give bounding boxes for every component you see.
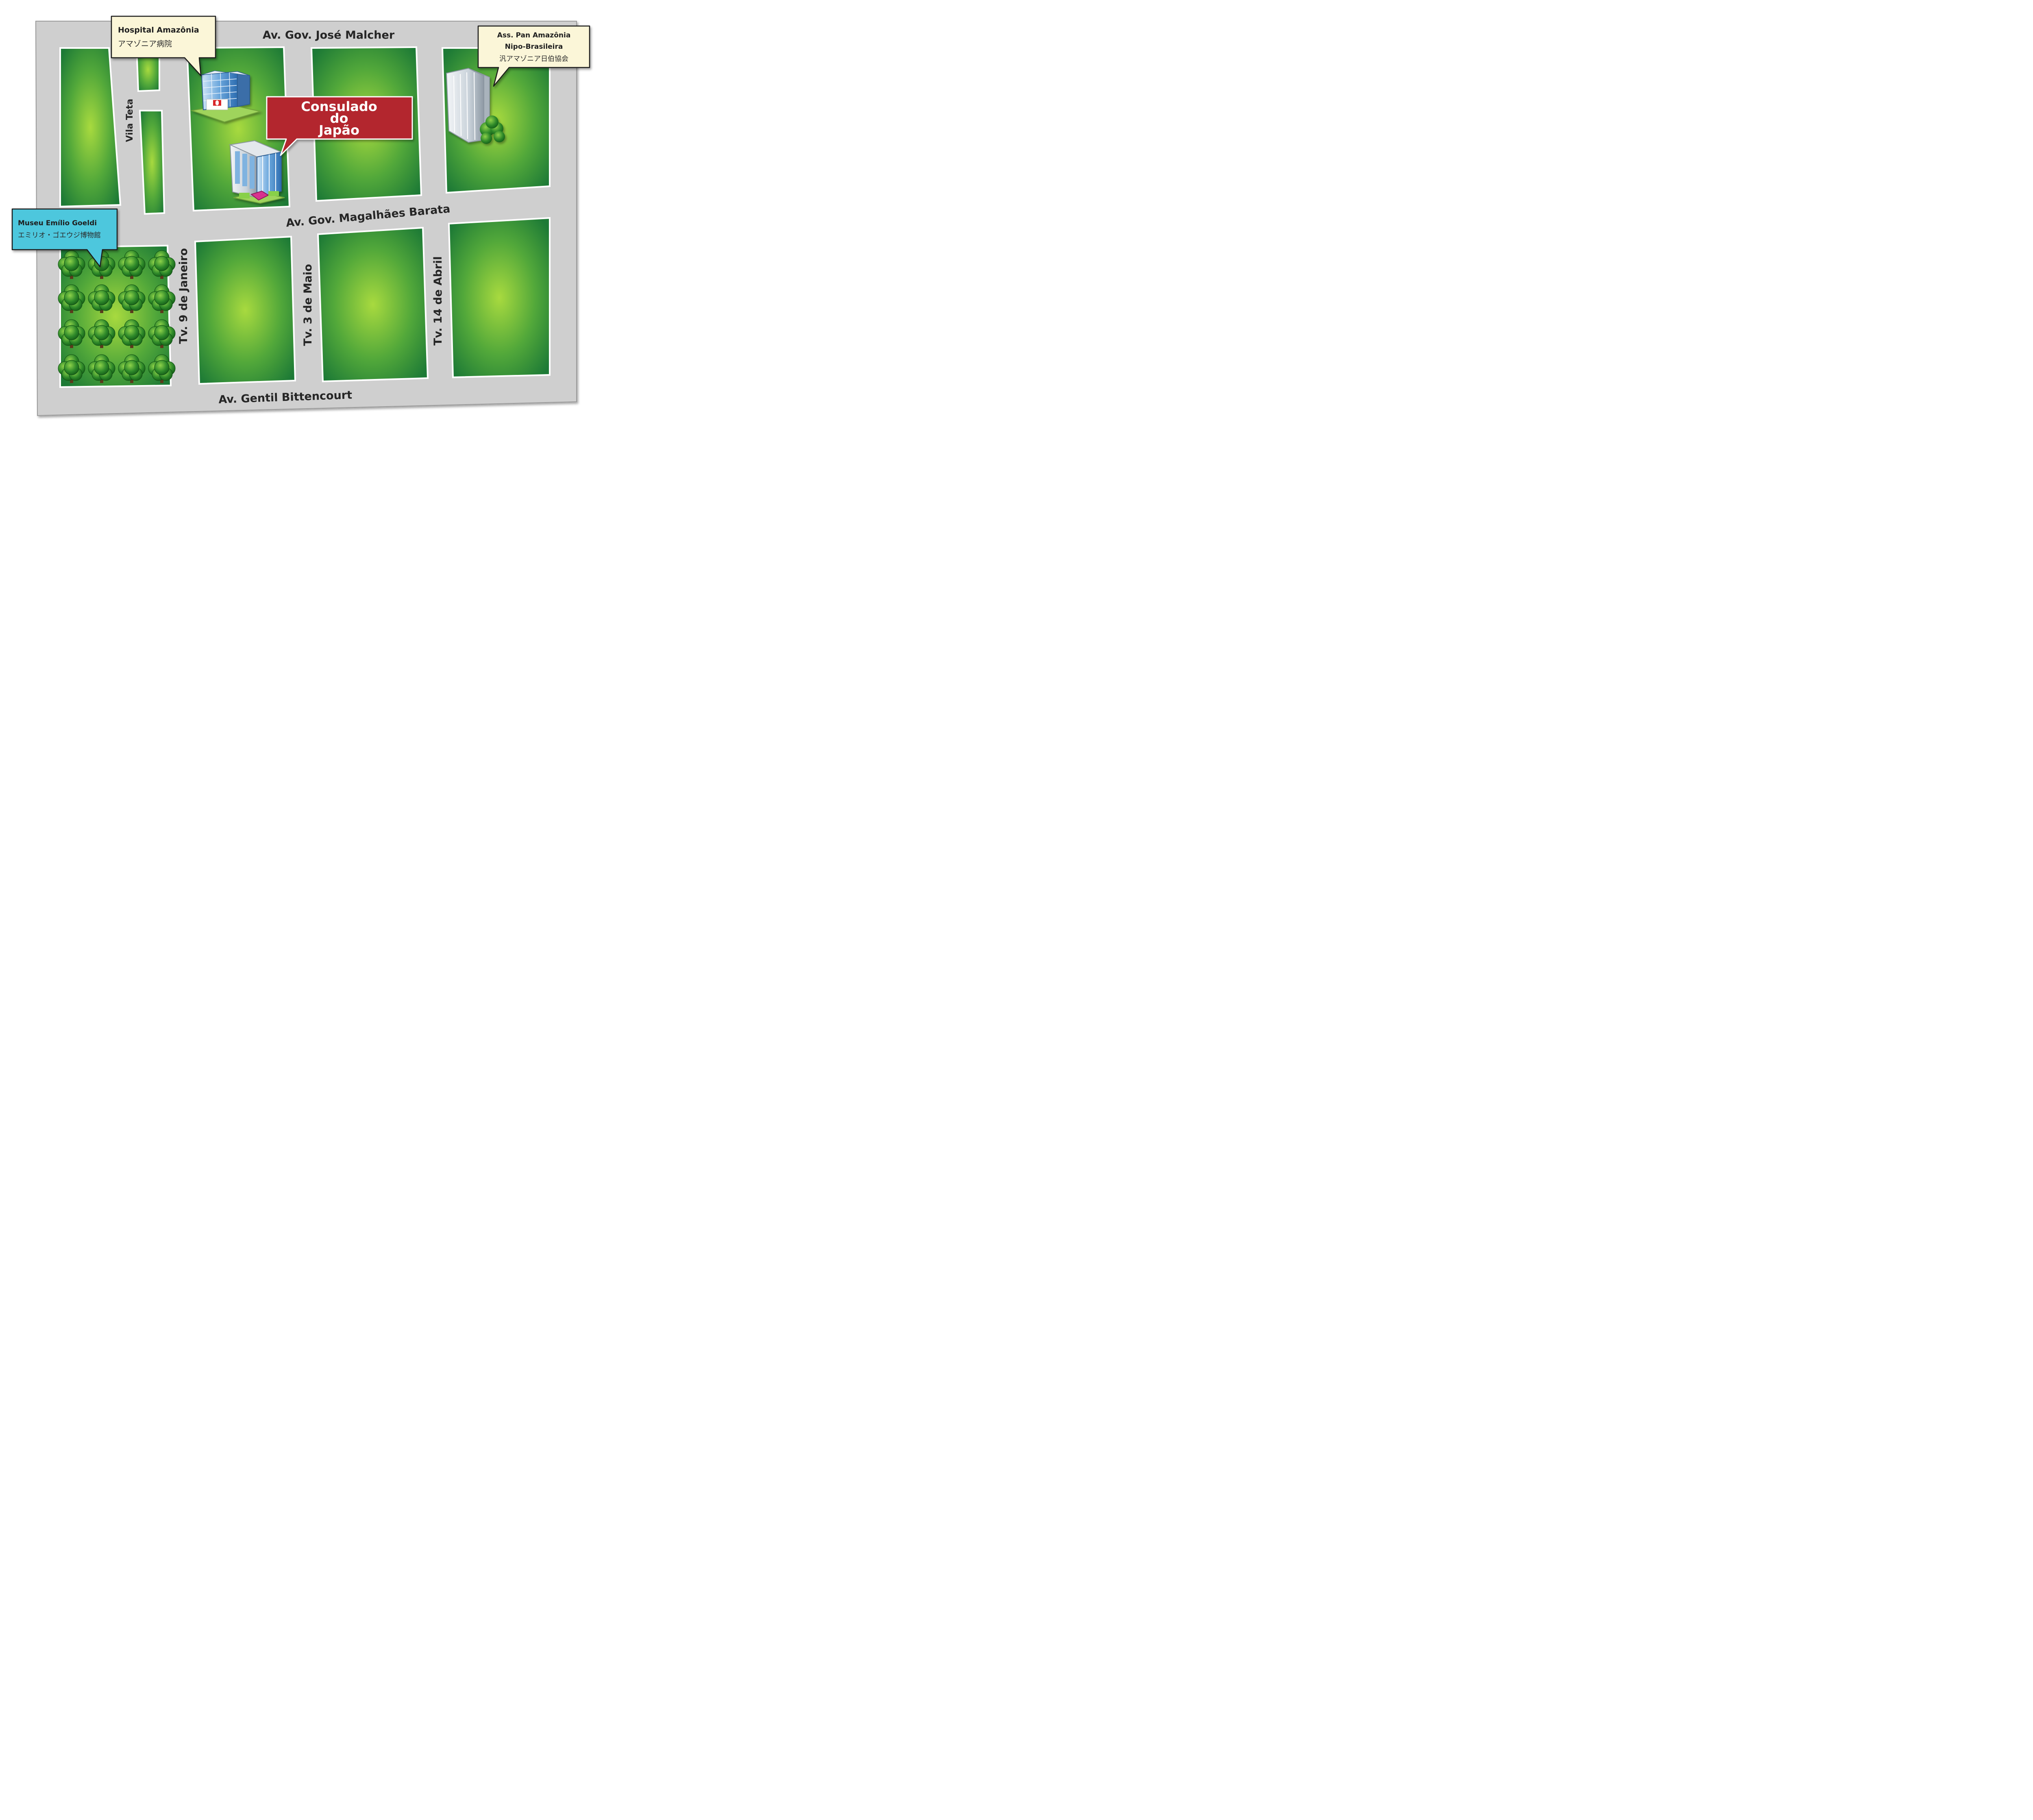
tree-icon xyxy=(88,354,115,383)
block-south-3 xyxy=(448,217,551,379)
road-base xyxy=(35,21,577,416)
skyscraper-icon xyxy=(446,67,505,144)
tree-icon xyxy=(58,284,85,313)
tree-icon xyxy=(148,319,176,348)
tree-icon xyxy=(88,284,115,313)
association-name-jp: 汎アマゾニア日伯協会 xyxy=(499,55,568,63)
tree-icon xyxy=(88,319,115,348)
tree-icon xyxy=(58,319,85,348)
street-map: Av. Gov. José Malcher Av. Gov. Magalhães… xyxy=(11,15,590,416)
tree-icon xyxy=(118,319,146,348)
hospital-building-icon xyxy=(190,70,262,123)
office-building-icon xyxy=(229,140,285,204)
consulate-line-1: Consulado xyxy=(301,99,377,114)
street-label-tv-9-janeiro: Tv. 9 de Janeiro xyxy=(177,248,190,344)
tree-icon xyxy=(58,354,85,383)
block-museum xyxy=(59,244,172,388)
hospital-callout: Hospital Amazônia アマゾニア病院 xyxy=(111,15,216,76)
street-label-alley: Vila Teta xyxy=(125,99,135,142)
tree-grove-icon xyxy=(58,250,176,383)
consulate-line-2: do xyxy=(330,111,348,126)
consulate-line-3: Japão xyxy=(318,122,359,138)
tree-icon xyxy=(58,250,85,279)
association-line-2: Nipo-Brasileira xyxy=(505,43,563,51)
association-callout: Ass. Pan Amazônia Nipo-Brasileira 汎アマゾニア… xyxy=(477,25,590,87)
consulate-callout: Consulado do Japão xyxy=(266,96,413,156)
block-alley-lower xyxy=(139,110,165,215)
block-south-2 xyxy=(317,226,429,383)
museum-callout: Museu Emílio Goeldi エミリオ・ゴエウジ博物館 xyxy=(11,208,118,268)
museum-name-jp: エミリオ・ゴエウジ博物館 xyxy=(18,231,101,239)
street-label-tv-3-maio: Tv. 3 de Maio xyxy=(302,264,314,346)
shrub-icon xyxy=(480,115,505,144)
street-label-tv-14-abril: Tv. 14 de Abril xyxy=(432,256,444,346)
block-south-1 xyxy=(194,235,296,385)
tree-icon xyxy=(118,354,146,383)
tree-icon xyxy=(148,250,176,279)
hospital-name: Hospital Amazônia xyxy=(118,26,199,35)
tree-icon xyxy=(118,250,146,279)
tree-icon xyxy=(148,284,176,313)
museum-name: Museu Emílio Goeldi xyxy=(18,219,97,227)
tree-icon xyxy=(118,284,146,313)
tree-icon xyxy=(148,354,176,383)
street-label-north: Av. Gov. José Malcher xyxy=(263,29,395,41)
association-line-1: Ass. Pan Amazônia xyxy=(497,31,571,39)
block-nw-far xyxy=(59,47,122,208)
hospital-name-jp: アマゾニア病院 xyxy=(118,39,172,48)
